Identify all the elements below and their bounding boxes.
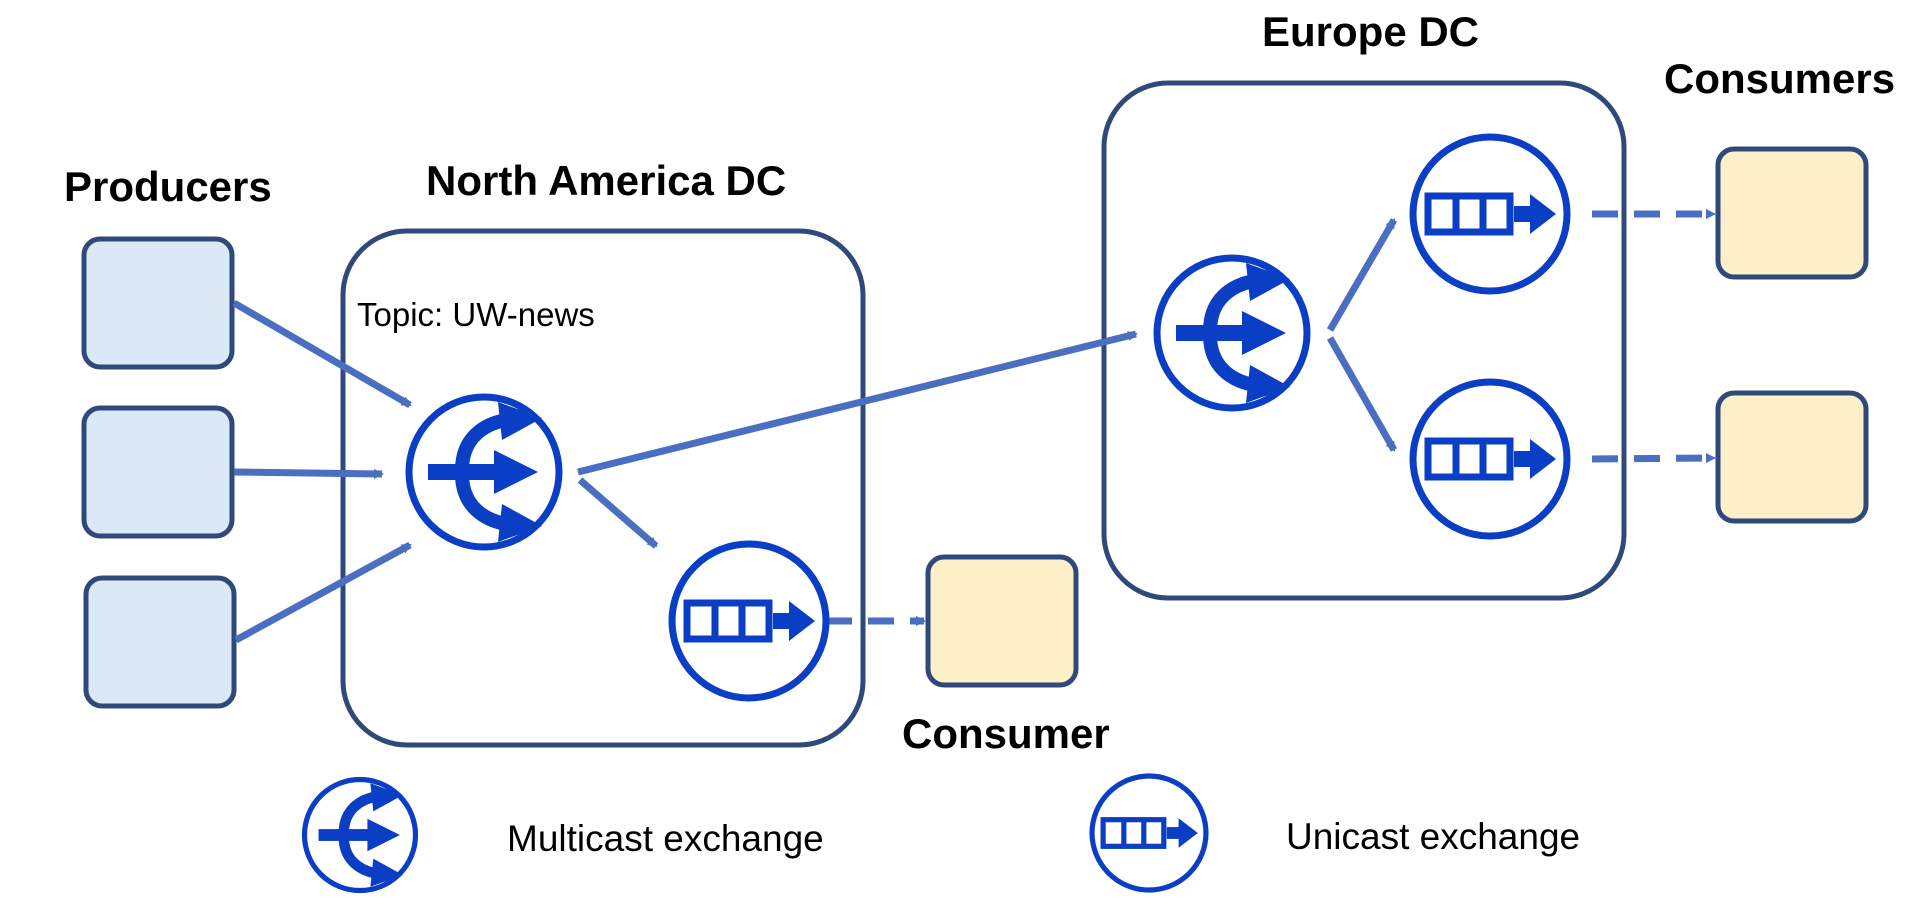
producer-node (83, 575, 237, 709)
multicast-exchange-icon (305, 780, 416, 891)
legend-multicast-label: Multicast exchange (507, 818, 824, 859)
flow-arrow (1326, 336, 1398, 452)
unicast-exchange-icon (1413, 137, 1567, 291)
north-america-dc-title: North America DC (426, 157, 787, 204)
flow-arrow (577, 477, 659, 549)
flow-arrow (234, 541, 412, 644)
flow-arrow (233, 468, 384, 479)
consumer-node (925, 554, 1079, 688)
unicast-exchange-icon (1092, 776, 1206, 890)
multicast-exchange-icon (1157, 258, 1307, 408)
producer-node (81, 405, 235, 539)
consumers-label: Consumers (1664, 55, 1896, 102)
multicast-exchange-icon (409, 397, 559, 547)
flow-arrow (577, 330, 1138, 476)
delivery-arrow-dashed (1591, 453, 1716, 464)
flow-arrow (1326, 218, 1398, 332)
producer-node (81, 236, 235, 370)
unicast-exchange-icon (1413, 382, 1567, 536)
topic-label: Topic: UW-news (357, 296, 595, 333)
producers-label: Producers (64, 163, 272, 210)
consumer-node (1715, 390, 1869, 524)
consumer-node (1715, 146, 1869, 280)
consumer-label: Consumer (902, 710, 1110, 757)
legend-unicast-label: Unicast exchange (1286, 816, 1581, 857)
europe-dc-title: Europe DC (1262, 8, 1480, 55)
flow-arrow (232, 299, 412, 409)
unicast-exchange-icon (672, 544, 826, 698)
